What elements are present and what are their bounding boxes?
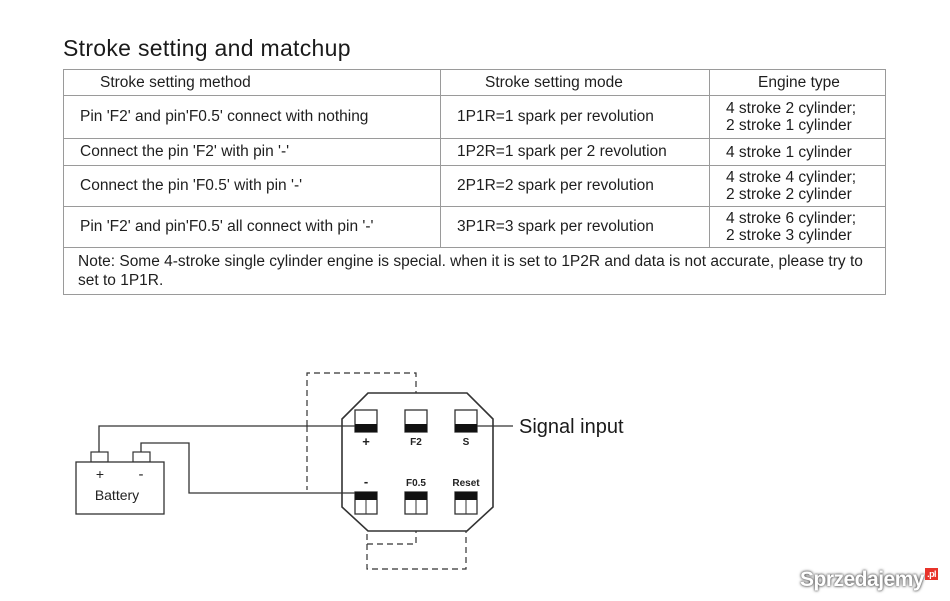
pin-plus-contact xyxy=(355,424,377,432)
stroke-setting-table: Stroke setting method Stroke setting mod… xyxy=(63,69,886,295)
cell-engine: 4 stroke 1 cylinder xyxy=(709,138,886,166)
jumper-f2-top xyxy=(306,372,417,426)
wire-battery-minus xyxy=(140,442,355,494)
cell-mode: 2P1R=2 spark per revolution xyxy=(440,165,710,207)
jumper-minus-reset xyxy=(366,514,467,570)
cell-engine: 4 stroke 4 cylinder; 2 stroke 2 cylinder xyxy=(709,165,886,207)
pin-minus-contact xyxy=(355,492,377,500)
pin-plus: + xyxy=(354,409,378,449)
engine-line: 4 stroke 4 cylinder; xyxy=(726,169,857,186)
engine-line: 2 stroke 1 cylinder xyxy=(726,117,852,134)
cell-method: Pin 'F2' and pin'F0.5' all connect with … xyxy=(63,206,441,248)
battery-plus-label: + xyxy=(96,466,104,482)
wire-battery-plus xyxy=(98,425,355,452)
note-text: Note: Some 4-stroke single cylinder engi… xyxy=(63,247,886,295)
pin-f05-label: F0.5 xyxy=(406,478,426,489)
pin-minus: - xyxy=(354,474,378,515)
engine-line: 4 stroke 2 cylinder; xyxy=(726,100,857,117)
watermark-logo: Sprzedajemy.pl xyxy=(800,568,939,592)
signal-input-label: Signal input xyxy=(519,416,624,438)
table-row: Connect the pin 'F0.5' with pin '-' 2P1R… xyxy=(63,165,886,207)
battery-minus-label: - xyxy=(139,466,144,483)
battery-terminal-minus xyxy=(132,451,151,463)
table-row: Pin 'F2' and pin'F0.5' all connect with … xyxy=(63,206,886,248)
battery: + - Battery xyxy=(75,451,165,515)
engine-line: 4 stroke 6 cylinder; xyxy=(726,210,857,227)
pin-reset-contact xyxy=(455,492,477,500)
pin-reset-label: Reset xyxy=(452,478,480,489)
pin-s-contact xyxy=(455,424,477,432)
solid-wires xyxy=(98,425,513,494)
cell-engine: 4 stroke 2 cylinder; 2 stroke 1 cylinder xyxy=(709,95,886,139)
watermark-suffix: .pl xyxy=(925,568,939,580)
pin-plus-label: + xyxy=(362,434,370,449)
pin-f05-contact xyxy=(405,492,427,500)
battery-body xyxy=(75,461,165,515)
pin-f2-label: F2 xyxy=(410,437,422,448)
pin-minus-label: - xyxy=(364,474,368,489)
watermark-text: Sprzedajemy xyxy=(800,568,925,591)
page-title: Stroke setting and matchup xyxy=(63,35,351,61)
pin-f2: F2 xyxy=(404,409,428,448)
table-row: Connect the pin 'F2' with pin '-' 1P2R=1… xyxy=(63,138,886,166)
engine-line: 2 stroke 2 cylinder xyxy=(726,186,852,203)
pin-f05: F0.5 xyxy=(404,478,428,515)
pin-f2-contact xyxy=(405,424,427,432)
pin-s: S xyxy=(454,409,478,448)
header-engine: Engine type xyxy=(709,69,886,96)
pin-s-label: S xyxy=(463,437,470,448)
header-mode: Stroke setting mode xyxy=(440,69,710,96)
pin-reset: Reset xyxy=(452,478,480,515)
engine-line: 2 stroke 3 cylinder xyxy=(726,227,852,244)
cell-engine: 4 stroke 6 cylinder; 2 stroke 3 cylinder xyxy=(709,206,886,248)
engine-line: 4 stroke 1 cylinder xyxy=(726,143,852,161)
cell-mode: 3P1R=3 spark per revolution xyxy=(440,206,710,248)
table-header-row: Stroke setting method Stroke setting mod… xyxy=(63,69,886,96)
table-note-row: Note: Some 4-stroke single cylinder engi… xyxy=(63,247,886,295)
header-method: Stroke setting method xyxy=(63,69,441,96)
battery-terminal-plus xyxy=(90,451,109,463)
battery-label: Battery xyxy=(95,487,139,503)
cell-method: Connect the pin 'F2' with pin '-' xyxy=(63,138,441,166)
table-row: Pin 'F2' and pin'F0.5' connect with noth… xyxy=(63,95,886,139)
cell-mode: 1P1R=1 spark per revolution xyxy=(440,95,710,139)
